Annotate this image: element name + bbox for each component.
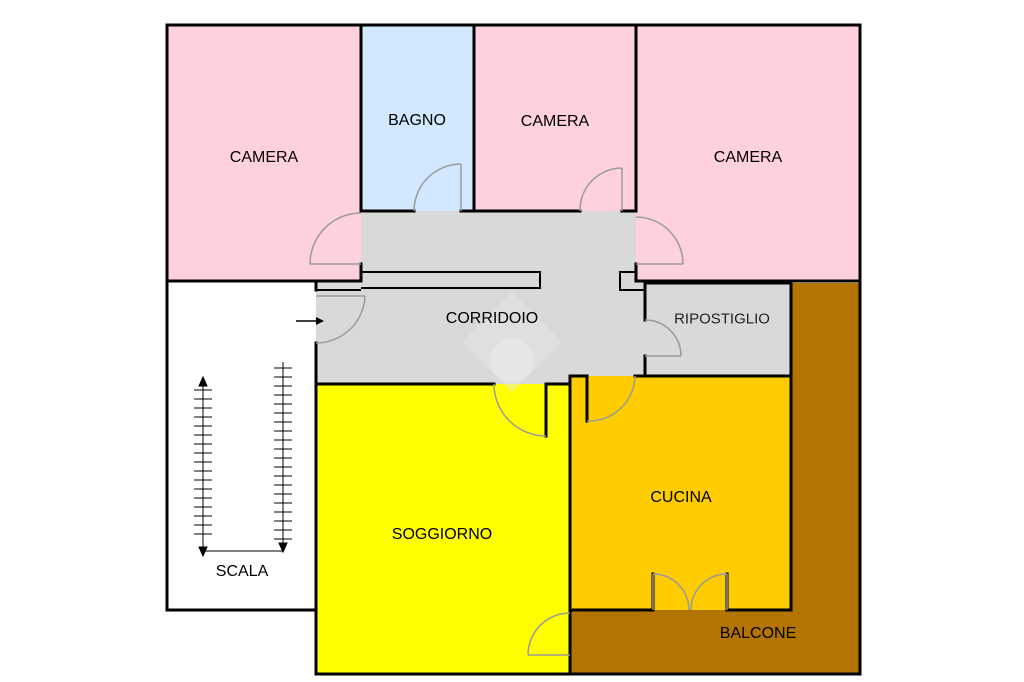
stairs-icon [194,362,292,558]
room-scala [167,283,316,610]
door-balcone-cucina-right [690,573,728,611]
label-bagno: BAGNO [388,112,446,129]
label-camera-left: CAMERA [229,149,299,166]
entrance-arrow-icon [296,317,324,325]
watermark-logo-icon [462,292,562,392]
room-corridoio [316,211,645,384]
label-corridoio: CORRIDOIO [445,310,539,327]
label-cucina: CUCINA [650,489,712,506]
label-soggiorno: SOGGIORNO [391,526,493,543]
door-balcone-cucina-left [652,573,690,611]
outer-wall [165,23,862,676]
wardrobe-outline [361,271,541,289]
door-cucina [586,375,636,422]
door-camera-mid [579,167,623,212]
label-camera-right: CAMERA [713,149,783,166]
room-bagno [361,25,474,211]
room-camera-left [167,25,361,281]
door-camera-right [635,216,684,265]
label-balcone: BALCONE [719,625,797,642]
label-ripostiglio: RIPOSTIGLIO [674,310,770,328]
door-bagno [413,163,462,212]
room-camera-mid [474,25,636,211]
door-soggiorno [493,383,547,437]
label-camera-mid: CAMERA [520,113,590,130]
corridor-wardrobe [316,271,645,291]
room-ripostiglio [645,283,791,376]
door-camera-left [309,212,362,265]
label-scala: SCALA [215,563,269,580]
room-balcone [570,283,860,674]
door-swings [309,163,728,656]
walls [165,23,862,676]
door-ripostiglio [644,319,682,357]
door-balcone-soggiorno [527,612,571,656]
room-cucina [570,376,791,610]
room-camera-right [636,25,860,281]
door-entrance [315,295,366,344]
wardrobe-small-outline [619,271,645,291]
